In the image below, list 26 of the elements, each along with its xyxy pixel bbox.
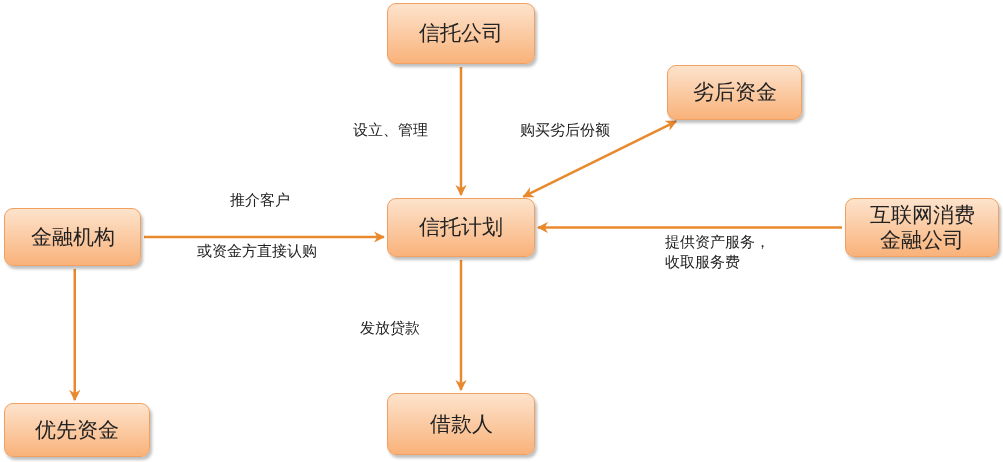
process-box: [387, 393, 535, 455]
node-label: 信托计划: [419, 215, 503, 240]
process-box: [387, 3, 535, 64]
process-box: [4, 208, 141, 266]
arrow: [522, 120, 678, 198]
arrow: [69, 269, 81, 402]
edge-label: 推介客户: [230, 191, 290, 211]
edge-label: 提供资产服务，收取服务费: [665, 233, 771, 272]
node-label: 信托公司: [419, 21, 503, 46]
arrow: [455, 260, 467, 392]
arrow: [455, 67, 467, 197]
edge-label: 发放贷款: [360, 319, 420, 339]
note-text: 或资金方直接认购: [197, 242, 317, 262]
process-box: [4, 403, 150, 457]
process-box: [667, 65, 802, 120]
edge-label: 设立、管理: [353, 121, 428, 141]
edge-label: 购买劣后份额: [520, 121, 610, 141]
arrow: [536, 221, 842, 234]
process-box: [387, 198, 535, 257]
arrow: [144, 231, 386, 243]
node-label: 借款人: [429, 411, 493, 437]
process-box: [845, 198, 999, 257]
node-label: 优先资金: [35, 417, 119, 443]
node-label: 金融机构: [30, 224, 115, 250]
node-label: 互联网消费金融公司: [868, 203, 976, 252]
node-label: 劣后资金: [692, 80, 777, 105]
